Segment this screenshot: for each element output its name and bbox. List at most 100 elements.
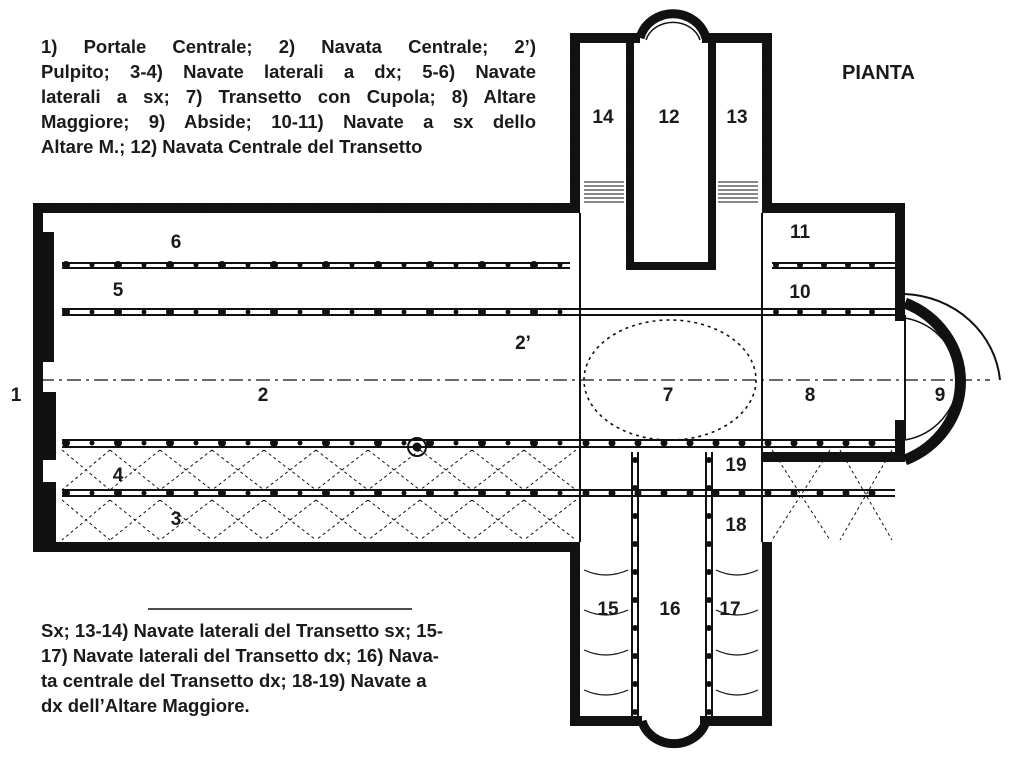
column	[764, 69, 770, 75]
column	[632, 485, 638, 491]
column	[443, 544, 449, 550]
column	[453, 262, 459, 268]
column	[349, 440, 355, 446]
label-16: 16	[659, 599, 680, 620]
column	[530, 261, 538, 269]
column	[157, 544, 163, 550]
column	[572, 135, 578, 141]
column	[608, 489, 616, 497]
nave-north-wall	[33, 203, 580, 213]
column	[401, 309, 407, 315]
column	[349, 262, 355, 268]
column	[374, 261, 382, 269]
main-apse	[902, 297, 966, 466]
choir-east-wall	[895, 203, 905, 321]
column	[453, 309, 459, 315]
column	[816, 439, 824, 447]
column	[62, 261, 70, 269]
column	[505, 262, 511, 268]
column	[557, 440, 563, 446]
column	[773, 309, 779, 315]
column	[193, 309, 199, 315]
column	[141, 490, 147, 496]
legend-top-line: Maggiore; 9) Abside; 10-11) Navate a sx …	[41, 111, 536, 132]
column	[572, 179, 578, 185]
column	[201, 205, 207, 211]
column	[270, 261, 278, 269]
column	[797, 262, 803, 268]
column	[627, 135, 633, 141]
column	[709, 201, 715, 207]
pulpit-inner	[412, 442, 422, 452]
facade-pier	[38, 392, 56, 460]
column	[377, 544, 383, 550]
column	[816, 489, 824, 497]
column	[218, 439, 226, 447]
column	[712, 439, 720, 447]
column	[627, 47, 633, 53]
column	[509, 544, 515, 550]
column	[297, 262, 303, 268]
legend-bottom-line: ta centrale del Transetto dx; 18-19) Nav…	[41, 670, 427, 691]
column	[632, 681, 638, 687]
south-transept-wall	[570, 716, 642, 726]
column	[62, 308, 70, 316]
label-13: 13	[726, 107, 747, 128]
column	[738, 439, 746, 447]
column	[223, 544, 229, 550]
column	[572, 69, 578, 75]
column	[627, 245, 633, 251]
column	[62, 489, 70, 497]
south-apse	[637, 719, 711, 749]
column	[572, 113, 578, 119]
column	[764, 489, 772, 497]
column	[349, 309, 355, 315]
column	[686, 489, 694, 497]
column	[531, 544, 537, 550]
column	[505, 309, 511, 315]
column	[632, 709, 638, 715]
label-1: 1	[11, 385, 22, 406]
column	[322, 308, 330, 316]
column	[245, 262, 251, 268]
column	[91, 205, 97, 211]
nave-west-wall	[33, 203, 43, 552]
plan-lines	[40, 9, 1001, 749]
column	[166, 308, 174, 316]
north-apse	[635, 9, 711, 40]
main-apse-outer	[904, 293, 1001, 381]
column	[553, 544, 559, 550]
column	[764, 135, 770, 141]
column	[270, 489, 278, 497]
column	[245, 309, 251, 315]
column	[706, 681, 712, 687]
column	[270, 308, 278, 316]
column	[627, 223, 633, 229]
transept-inner-wall	[626, 262, 716, 270]
column	[193, 262, 199, 268]
column	[706, 513, 712, 519]
column	[738, 489, 746, 497]
column	[709, 91, 715, 97]
column	[141, 262, 147, 268]
column	[267, 544, 273, 550]
label-2-prime: 2’	[515, 333, 531, 354]
label-12: 12	[658, 107, 679, 128]
column	[706, 625, 712, 631]
column	[709, 157, 715, 163]
label-11: 11	[790, 222, 811, 243]
column	[245, 440, 251, 446]
column	[141, 440, 147, 446]
column	[270, 439, 278, 447]
choir-south-wall	[762, 452, 905, 462]
column	[377, 205, 383, 211]
north-transept-wall	[570, 33, 580, 213]
column	[706, 653, 712, 659]
column	[868, 439, 876, 447]
column	[89, 440, 95, 446]
column	[349, 490, 355, 496]
label-10: 10	[789, 282, 810, 303]
column	[179, 544, 185, 550]
column	[773, 262, 779, 268]
column	[193, 440, 199, 446]
